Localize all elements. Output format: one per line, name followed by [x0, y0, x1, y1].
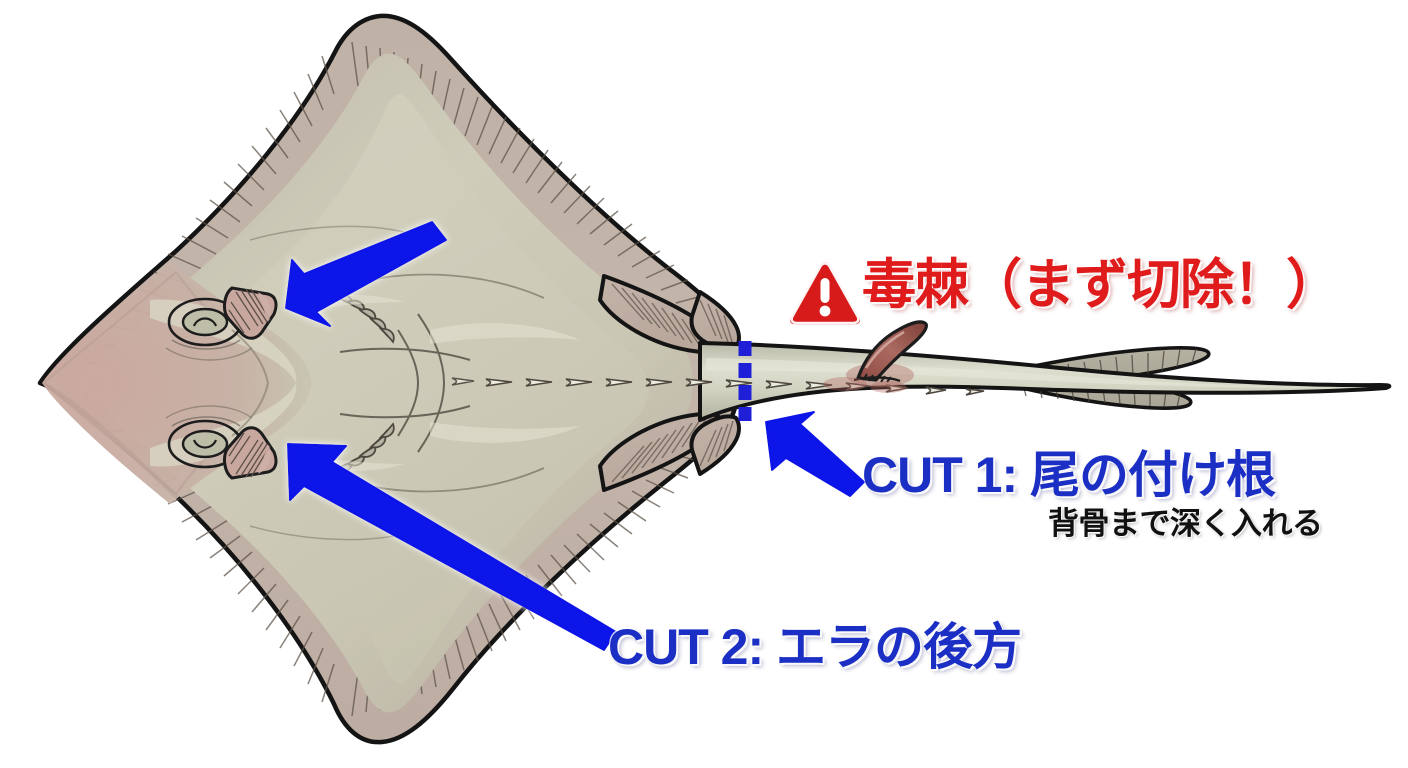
- warning-label: 毒棘（まず切除！）: [862, 255, 1340, 315]
- cut-2-label: CUT 2: エラの後方: [608, 619, 1022, 675]
- tail: [698, 341, 1392, 422]
- nostril-upper: [165, 297, 253, 361]
- nostril-lower: [165, 405, 253, 469]
- warning-triangle-icon: [785, 257, 865, 329]
- disc-inner-body: [78, 53, 693, 713]
- cut-1-subtitle: 背骨まで深く入れる: [1048, 506, 1323, 541]
- mouth-upper: [223, 286, 278, 340]
- barb-wound-shading: [823, 377, 906, 393]
- arrow-gill-lower: [287, 443, 617, 651]
- venomous-barb: [846, 320, 928, 387]
- mouth-lower: [223, 426, 278, 480]
- tail-denticle-row: [485, 378, 985, 396]
- arrow-gill-upper: [285, 221, 447, 327]
- disc-denticle-row: [451, 377, 475, 386]
- cut-1-label: CUT 1: 尾の付け根: [862, 447, 1276, 503]
- arrow-tail-base: [765, 411, 865, 497]
- pelvic-fin-lower: [598, 412, 741, 492]
